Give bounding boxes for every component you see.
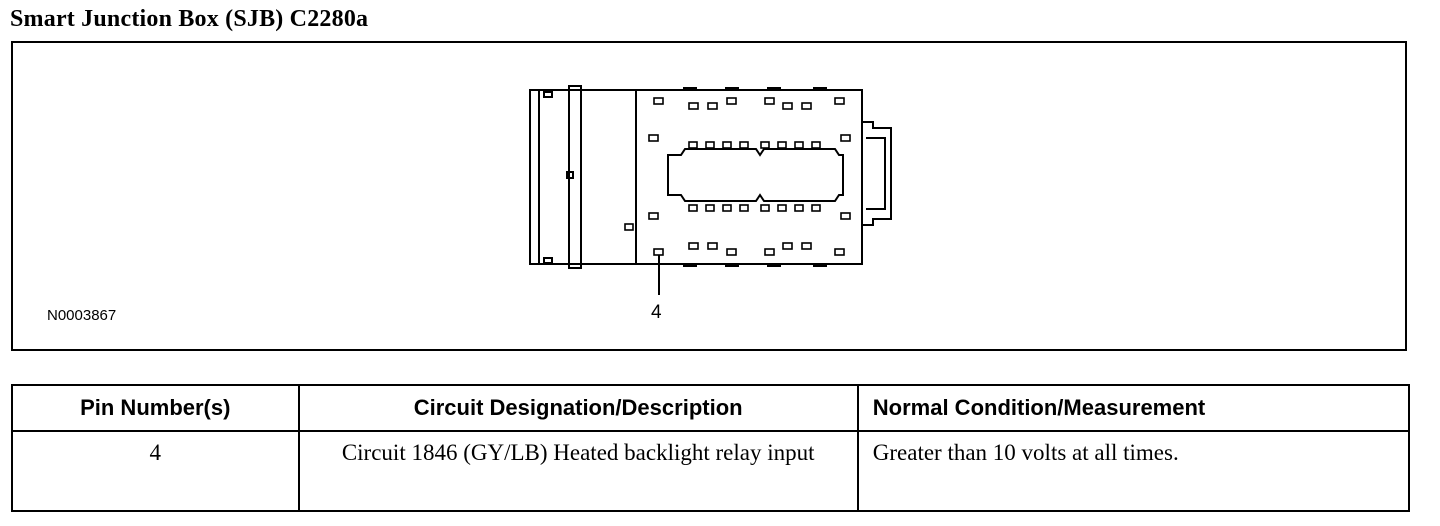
page-title: Smart Junction Box (SJB) C2280a <box>10 6 369 32</box>
table-row: 4 Circuit 1846 (GY/LB) Heated backlight … <box>11 430 1411 512</box>
connector-diagram-panel: 4 N0003867 <box>11 41 1407 351</box>
cell-normal-condition: Greater than 10 volts at all times. <box>856 430 1411 512</box>
pin-callout-label: 4 <box>651 302 662 323</box>
cell-pin-number: 4 <box>11 430 300 512</box>
column-header-normal-condition: Normal Condition/Measurement <box>856 384 1411 432</box>
cell-circuit: Circuit 1846 (GY/LB) Heated backlight re… <box>297 430 859 512</box>
column-header-circuit: Circuit Designation/Description <box>297 384 859 432</box>
table-header-row: Pin Number(s) Circuit Designation/Descri… <box>11 384 1411 432</box>
connector-face-view-icon <box>529 85 892 295</box>
figure-id: N0003867 <box>47 307 117 324</box>
pin-table: Pin Number(s) Circuit Designation/Descri… <box>11 384 1411 512</box>
column-header-pin-number: Pin Number(s) <box>11 384 300 432</box>
